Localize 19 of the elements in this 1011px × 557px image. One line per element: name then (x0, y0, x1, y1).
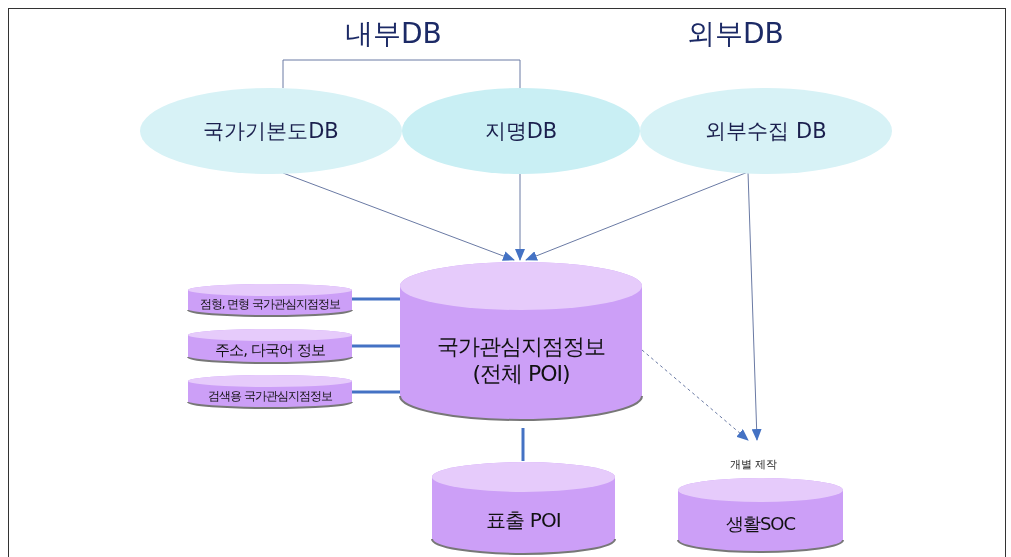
database-cylinder: 생활SOC (678, 478, 843, 552)
connector-arrow (747, 171, 762, 441)
connector-arrow (641, 349, 749, 441)
database-cylinder: 표출 POI (432, 462, 615, 554)
database-ellipse: 지명DB (402, 88, 640, 174)
database-cylinder: 점형, 면형 국가관심지점정보 (188, 284, 352, 316)
database-cylinder: 주소, 다국어 정보 (188, 329, 352, 363)
group-heading: 외부DB (687, 16, 784, 52)
node-caption: 개별 제작 (730, 457, 778, 472)
database-ellipse: 외부수집 DB (640, 88, 892, 174)
group-heading: 내부DB (345, 16, 442, 52)
database-cylinder: 검색용 국가관심지점정보 (188, 375, 352, 408)
connector-arrow (515, 173, 525, 261)
database-ellipse: 국가기본도DB (140, 88, 402, 174)
connector-line (521, 428, 525, 461)
connector-line (352, 297, 400, 301)
connector-line (352, 390, 400, 394)
connector-line (352, 344, 400, 348)
database-cylinder: 국가관심지점정보 (전체 POI) (400, 262, 642, 420)
